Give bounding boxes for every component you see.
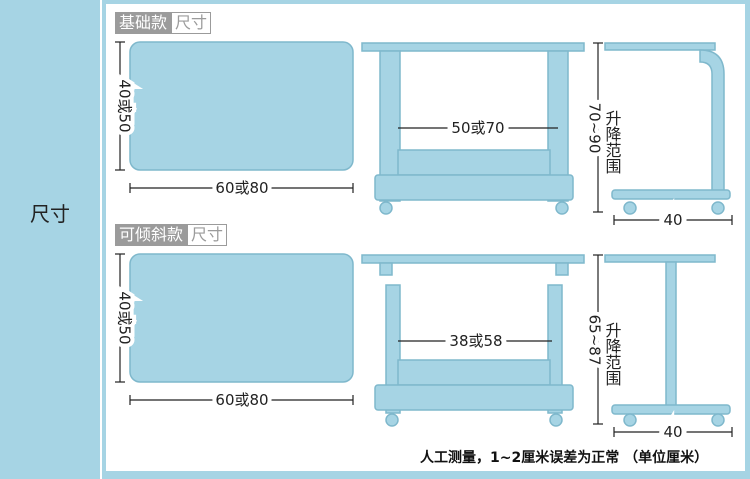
- section2-tilt-right: [555, 262, 569, 276]
- section1-side-wheel-left: [623, 201, 637, 215]
- s1-lift-title: 升降范围: [603, 110, 622, 174]
- section1-side-base: [611, 189, 731, 200]
- s2-lift-range: 65~87: [586, 315, 604, 366]
- section1-side-column: [699, 49, 725, 196]
- section1-wheel-right: [555, 201, 569, 215]
- section1-tag: 基础款 尺寸: [115, 12, 212, 34]
- section2-side-base: [611, 404, 731, 415]
- section1-side-top: [604, 42, 716, 51]
- section1-front-top: [361, 42, 585, 52]
- section1-right-leg: [547, 50, 569, 202]
- section2-side-top: [604, 254, 716, 263]
- s2-depth-label: 40或50: [116, 291, 134, 344]
- s1-width-label: 60或80: [215, 179, 268, 197]
- section1-tabletop: [129, 41, 354, 171]
- section2-tag-sub: 尺寸: [187, 224, 228, 246]
- section2-wheel-right: [549, 413, 563, 427]
- section2-side-column: [665, 261, 677, 409]
- side-label: 尺寸: [30, 202, 70, 226]
- section2-wheel-left: [385, 413, 399, 427]
- section1-tag-main: 基础款: [115, 12, 172, 34]
- section1-tag-sub: 尺寸: [171, 12, 212, 34]
- section2-right-leg: [547, 284, 563, 414]
- section2-tag-main: 可倾斜款: [115, 224, 188, 246]
- section2-tabletop: [129, 253, 354, 383]
- section2-crossbar: [397, 359, 551, 386]
- s1-depth-label: 40或50: [116, 79, 134, 132]
- section1-base: [374, 174, 574, 201]
- section2-side-wheel-left: [623, 413, 637, 427]
- section1-side-wheel-right: [711, 201, 725, 215]
- section2-tag: 可倾斜款 尺寸: [115, 224, 228, 246]
- s1-lift-range: 70~90: [586, 103, 604, 154]
- s1-inner-label: 50或70: [451, 119, 504, 137]
- section1-crossbar: [397, 149, 551, 176]
- s2-inner-label: 38或58: [449, 332, 502, 350]
- section2-left-leg: [385, 284, 401, 414]
- s2-lift-title: 升降范围: [603, 322, 622, 386]
- section2-side-wheel-right: [711, 413, 725, 427]
- footer-note: 人工测量，1~2厘米误差为正常 （单位厘米）: [420, 450, 709, 466]
- s2-width-label: 60或80: [215, 391, 268, 409]
- section2-front-top: [361, 254, 585, 264]
- s2-base-label: 40: [663, 423, 682, 441]
- section1-wheel-left: [379, 201, 393, 215]
- section2-base: [374, 384, 574, 411]
- section2-tilt-left: [379, 262, 393, 276]
- s1-base-label: 40: [663, 211, 682, 229]
- section1-left-leg: [379, 50, 401, 202]
- side-panel: 尺寸: [0, 0, 100, 479]
